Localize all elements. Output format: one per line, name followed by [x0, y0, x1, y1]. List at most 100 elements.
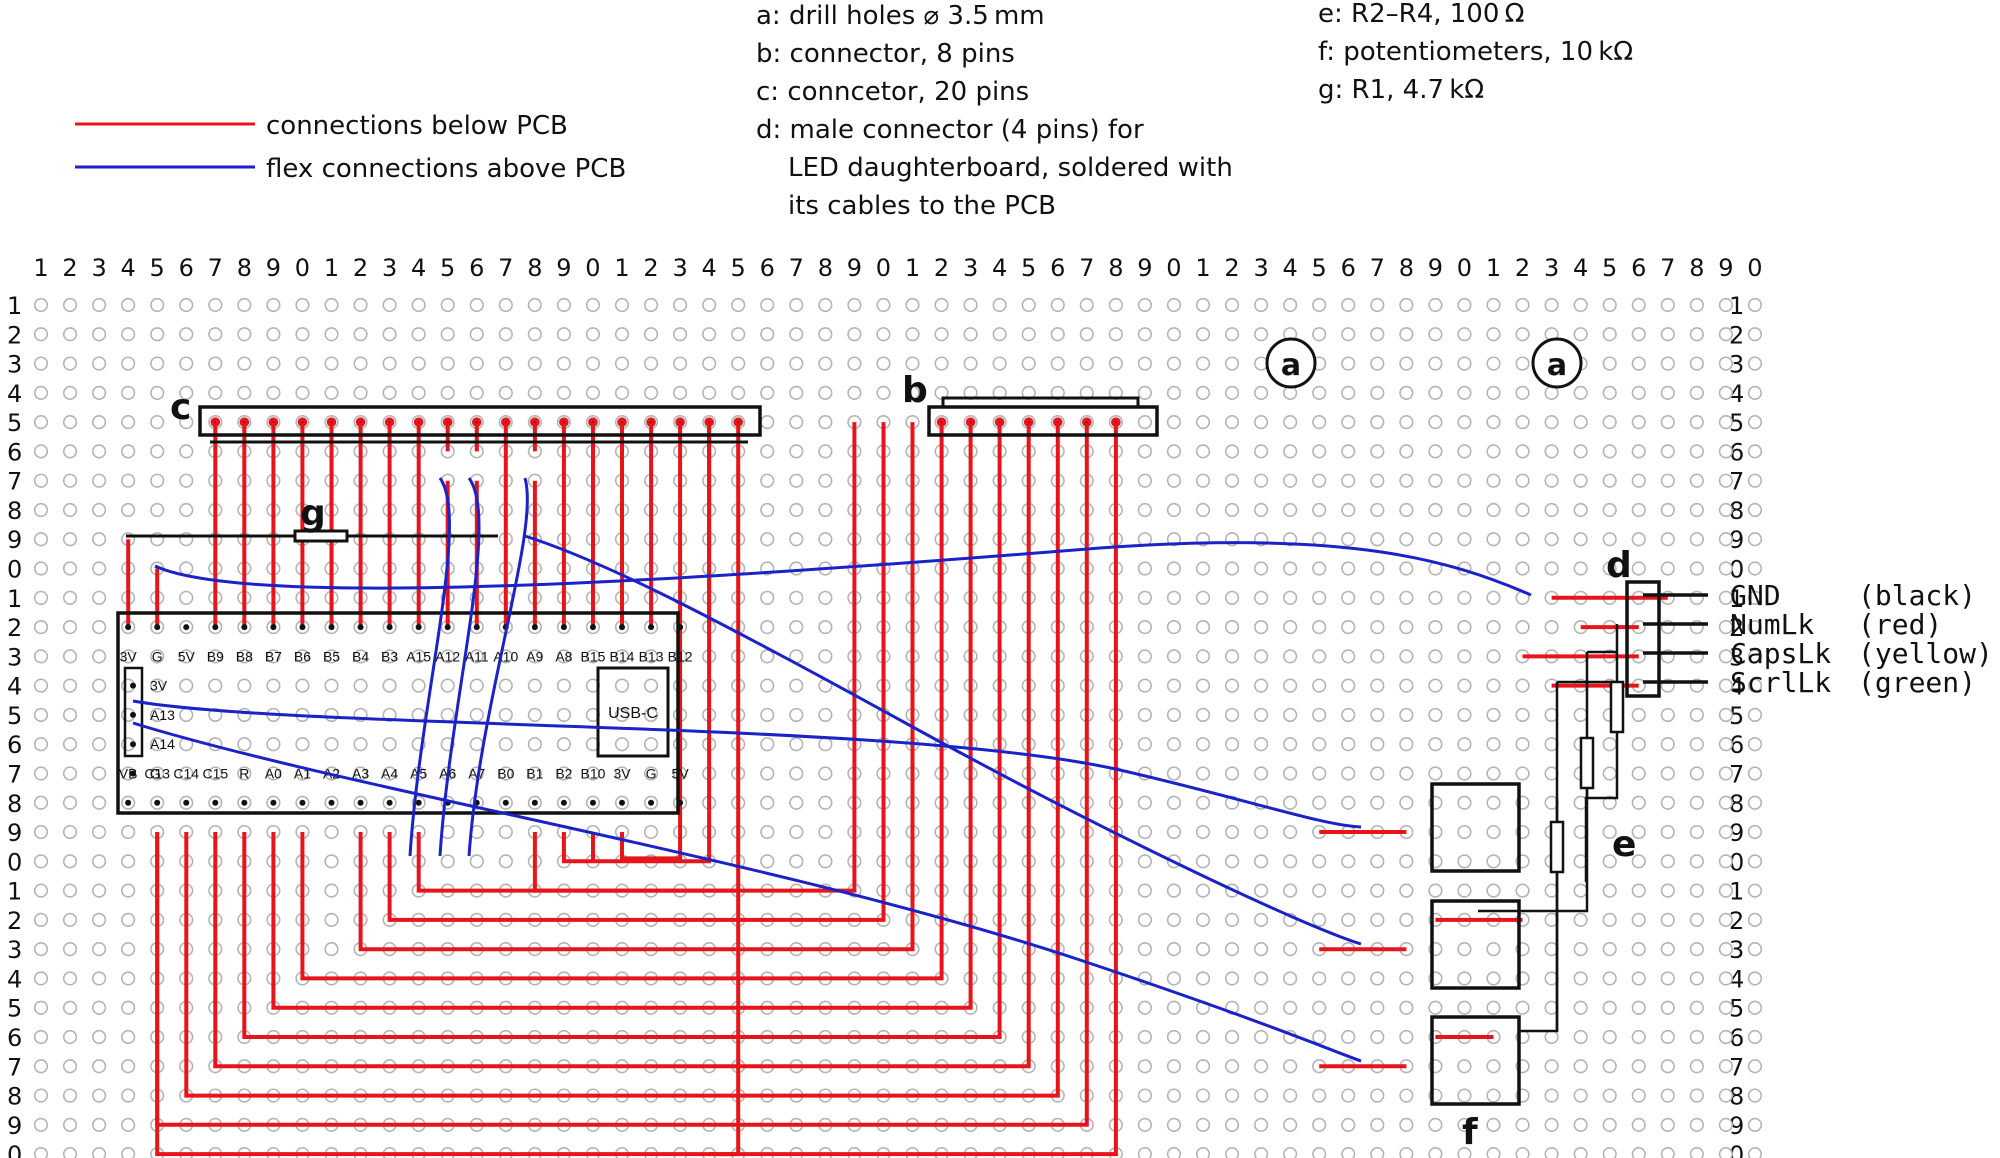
mcu-top-pin-label: A11: [465, 648, 489, 664]
mcu-bottom-pin-label: B2: [555, 765, 572, 781]
mcu-bottom-pin-label: 5V: [672, 765, 690, 781]
row-number-left: 4: [7, 965, 22, 993]
row-number-left: 3: [7, 351, 22, 379]
column-number: 6: [179, 254, 194, 282]
led-pin-gnd: GND: [1730, 579, 1781, 612]
mcu-top-pin-label: A15: [406, 648, 431, 664]
row-number-left: 0: [7, 556, 22, 584]
column-number: 4: [702, 254, 717, 282]
marker-e: e: [1612, 824, 1636, 865]
row-number-left: 5: [7, 995, 22, 1023]
row-number-left: 4: [7, 380, 22, 408]
column-number: 0: [585, 254, 600, 282]
mcu-bottom-pin-label: A7: [468, 765, 485, 781]
column-number: 7: [1079, 254, 1094, 282]
row-number-right: 7: [1729, 1053, 1744, 1081]
row-number-right: 3: [1729, 936, 1744, 964]
mcu-bottom-pin-label: VB: [119, 765, 138, 781]
row-number-right: 0: [1729, 848, 1744, 876]
mcu-side-pin-label: G: [150, 765, 161, 781]
column-number: 8: [1689, 254, 1704, 282]
note-g: g: R1, 4.7 kΩ: [1318, 75, 1484, 105]
mcu-bottom-pin-label: A4: [381, 765, 398, 781]
row-number-right: 8: [1729, 790, 1744, 818]
blue-wire-mcu-g-to-gnd: [154, 541, 1532, 597]
column-number: 2: [643, 254, 658, 282]
marker-d: d: [1606, 545, 1632, 586]
row-number-right: 5: [1729, 702, 1744, 730]
marker-f: f: [1462, 1112, 1478, 1153]
note-e: e: R2–R4, 100 Ω: [1318, 0, 1524, 29]
column-number: 4: [992, 254, 1007, 282]
led-color-yellow: (yellow): [1858, 637, 1993, 670]
row-number-left: 9: [7, 819, 22, 847]
mcu-bottom-pin-label: C15: [202, 765, 228, 781]
row-number-right: 3: [1729, 351, 1744, 379]
column-number: 5: [1312, 254, 1327, 282]
row-number-right: 8: [1729, 1083, 1744, 1111]
row-number-left: 1: [7, 585, 22, 613]
legend-red-label: connections below PCB: [266, 111, 568, 141]
mcu-top-pin-label: B8: [236, 648, 253, 664]
row-number-left: 6: [7, 1024, 22, 1052]
mcu-top-pin-label: B4: [352, 648, 369, 664]
led-color-green: (green): [1858, 666, 1976, 699]
row-number-left: 1: [7, 878, 22, 906]
note-d: d: male connector (4 pins) for: [756, 115, 1144, 145]
connector-b: b: [902, 370, 1159, 437]
column-number: 9: [556, 254, 571, 282]
row-number-right: 2: [1729, 321, 1744, 349]
mcu-top-pin-label: 5V: [178, 648, 196, 664]
column-number: 5: [1021, 254, 1036, 282]
mcu-top-pin-label: G: [152, 648, 163, 664]
mcu-side-pin-label: A13: [150, 707, 175, 723]
mcu-top-pin-label: B13: [639, 648, 664, 664]
column-number: 5: [731, 254, 746, 282]
row-number-left: 0: [7, 1141, 22, 1158]
column-number: 8: [818, 254, 833, 282]
column-number: 7: [1370, 254, 1385, 282]
column-number: 1: [33, 254, 48, 282]
row-number-left: 5: [7, 409, 22, 437]
row-number-right: 7: [1729, 468, 1744, 496]
mcu-top-pin-label: A10: [493, 648, 518, 664]
column-number: 4: [1573, 254, 1588, 282]
column-number: 6: [469, 254, 484, 282]
mcu-bottom-pin-label: A0: [265, 765, 282, 781]
note-a: a: drill holes ⌀ 3.5 mm: [756, 1, 1045, 31]
row-number-left: 9: [7, 1112, 22, 1140]
row-number-right: 6: [1729, 731, 1744, 759]
red-traces: [126, 417, 1668, 1157]
column-number: 3: [1544, 254, 1559, 282]
mcu-top-pin-label: B3: [381, 648, 398, 664]
column-number: 0: [1747, 254, 1762, 282]
column-number: 2: [353, 254, 368, 282]
column-number: 9: [266, 254, 281, 282]
row-number-right: 1: [1729, 878, 1744, 906]
mcu-top-pin-label: B5: [323, 648, 340, 664]
column-number: 9: [1428, 254, 1443, 282]
legend-blue-label: flex connections above PCB: [266, 154, 626, 184]
column-number: 7: [789, 254, 804, 282]
column-number: 1: [1486, 254, 1501, 282]
blue-wire-a14-to-pot3: [132, 721, 1362, 1063]
column-number: 5: [1602, 254, 1617, 282]
row-number-right: 4: [1729, 965, 1744, 993]
mcu-top-pin-label: A9: [526, 648, 543, 664]
mcu-top-pin-label: 3V: [120, 648, 138, 664]
blue-wire-a9-to-pot2: [524, 534, 1362, 946]
mcu-top-pin-label: B14: [610, 648, 635, 664]
row-number-right: 2: [1729, 907, 1744, 935]
mcu-bottom-pin-label: 3V: [613, 765, 631, 781]
drill-holes: a a: [1265, 337, 1583, 389]
mcu-bottom-pin-label: B1: [526, 765, 543, 781]
note-b: b: connector, 8 pins: [756, 39, 1015, 69]
row-number-right: 6: [1729, 438, 1744, 466]
mcu-top-pin-label: B12: [668, 648, 693, 664]
blue-wire-a6: [438, 477, 481, 857]
column-number: 9: [1137, 254, 1152, 282]
column-number: 2: [62, 254, 77, 282]
